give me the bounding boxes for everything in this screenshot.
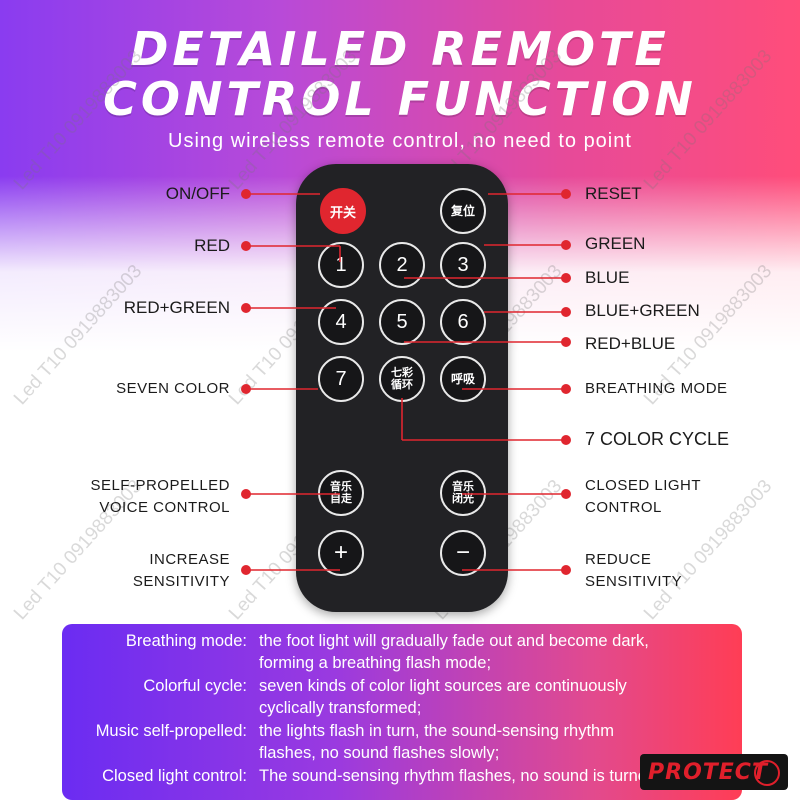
label-blue-green: BLUE+GREEN	[585, 301, 700, 320]
button-4[interactable]: 4	[318, 299, 364, 345]
music-closed-light-button[interactable]: 音乐 闭光	[440, 470, 486, 516]
label-reduce: REDUCE SENSITIVITY	[585, 551, 683, 590]
reset-button[interactable]: 复位	[440, 188, 486, 234]
label-self-propelled: SELF-PROPELLED VOICE CONTROL	[90, 477, 230, 516]
label-increase: INCREASE SENSITIVITY	[132, 551, 230, 590]
info-row-music-self-propelled: Music self-propelled: the lights flash i…	[62, 720, 742, 764]
decrease-button[interactable]: −	[440, 530, 486, 576]
button-5[interactable]: 5	[379, 299, 425, 345]
button-3[interactable]: 3	[440, 242, 486, 288]
button-6[interactable]: 6	[440, 299, 486, 345]
button-7[interactable]: 7	[318, 356, 364, 402]
info-key: Closed light control:	[102, 767, 247, 785]
breathing-button[interactable]: 呼吸	[440, 356, 486, 402]
brand-logo-icon	[754, 760, 780, 786]
seven-color-cycle-button[interactable]: 七彩 循环	[379, 356, 425, 402]
label-closed-light: CLOSED LIGHT CONTROL	[585, 477, 702, 516]
label-red: RED	[194, 236, 230, 255]
label-color-cycle: 7 COLOR CYCLE	[585, 429, 730, 449]
brand-logo: PROTECT	[640, 754, 788, 790]
label-seven-color: SEVEN COLOR	[116, 380, 230, 397]
button-1[interactable]: 1	[318, 242, 364, 288]
label-red-blue: RED+BLUE	[585, 334, 676, 353]
function-description-panel: Breathing mode: the foot light will grad…	[62, 624, 742, 800]
label-green: GREEN	[585, 234, 646, 253]
info-value: the lights flash in turn, the sound-sens…	[259, 722, 614, 762]
increase-button[interactable]: +	[318, 530, 364, 576]
subtitle: Using wireless remote control, no need t…	[168, 130, 632, 152]
info-key: Music self-propelled:	[95, 722, 247, 740]
button-2[interactable]: 2	[379, 242, 425, 288]
label-on-off: ON/OFF	[165, 184, 230, 203]
info-row-breathing: Breathing mode: the foot light will grad…	[62, 630, 742, 674]
info-key: Colorful cycle:	[143, 677, 247, 695]
label-blue: BLUE	[585, 268, 630, 287]
info-key: Breathing mode:	[125, 632, 247, 650]
info-value: seven kinds of color light sources are c…	[259, 677, 627, 717]
title-line-1: DETAILED REMOTE	[130, 22, 670, 76]
label-red-green: RED+GREEN	[123, 298, 230, 317]
music-self-propelled-button[interactable]: 音乐 自走	[318, 470, 364, 516]
info-value: the foot light will gradually fade out a…	[259, 632, 649, 672]
remote-control: 开关 复位 1 2 3 4 5 6 7 七彩 循环 呼吸 音乐 自走 音乐 闭光…	[296, 164, 508, 612]
info-row-colorful-cycle: Colorful cycle: seven kinds of color lig…	[62, 675, 742, 719]
brand-logo-text: PROTECT	[648, 759, 768, 785]
label-reset: RESET	[585, 184, 642, 203]
label-breathing-mode: BREATHING MODE	[585, 380, 728, 397]
power-button[interactable]: 开关	[320, 188, 366, 234]
title-line-2: CONTROL FUNCTION	[103, 72, 697, 126]
